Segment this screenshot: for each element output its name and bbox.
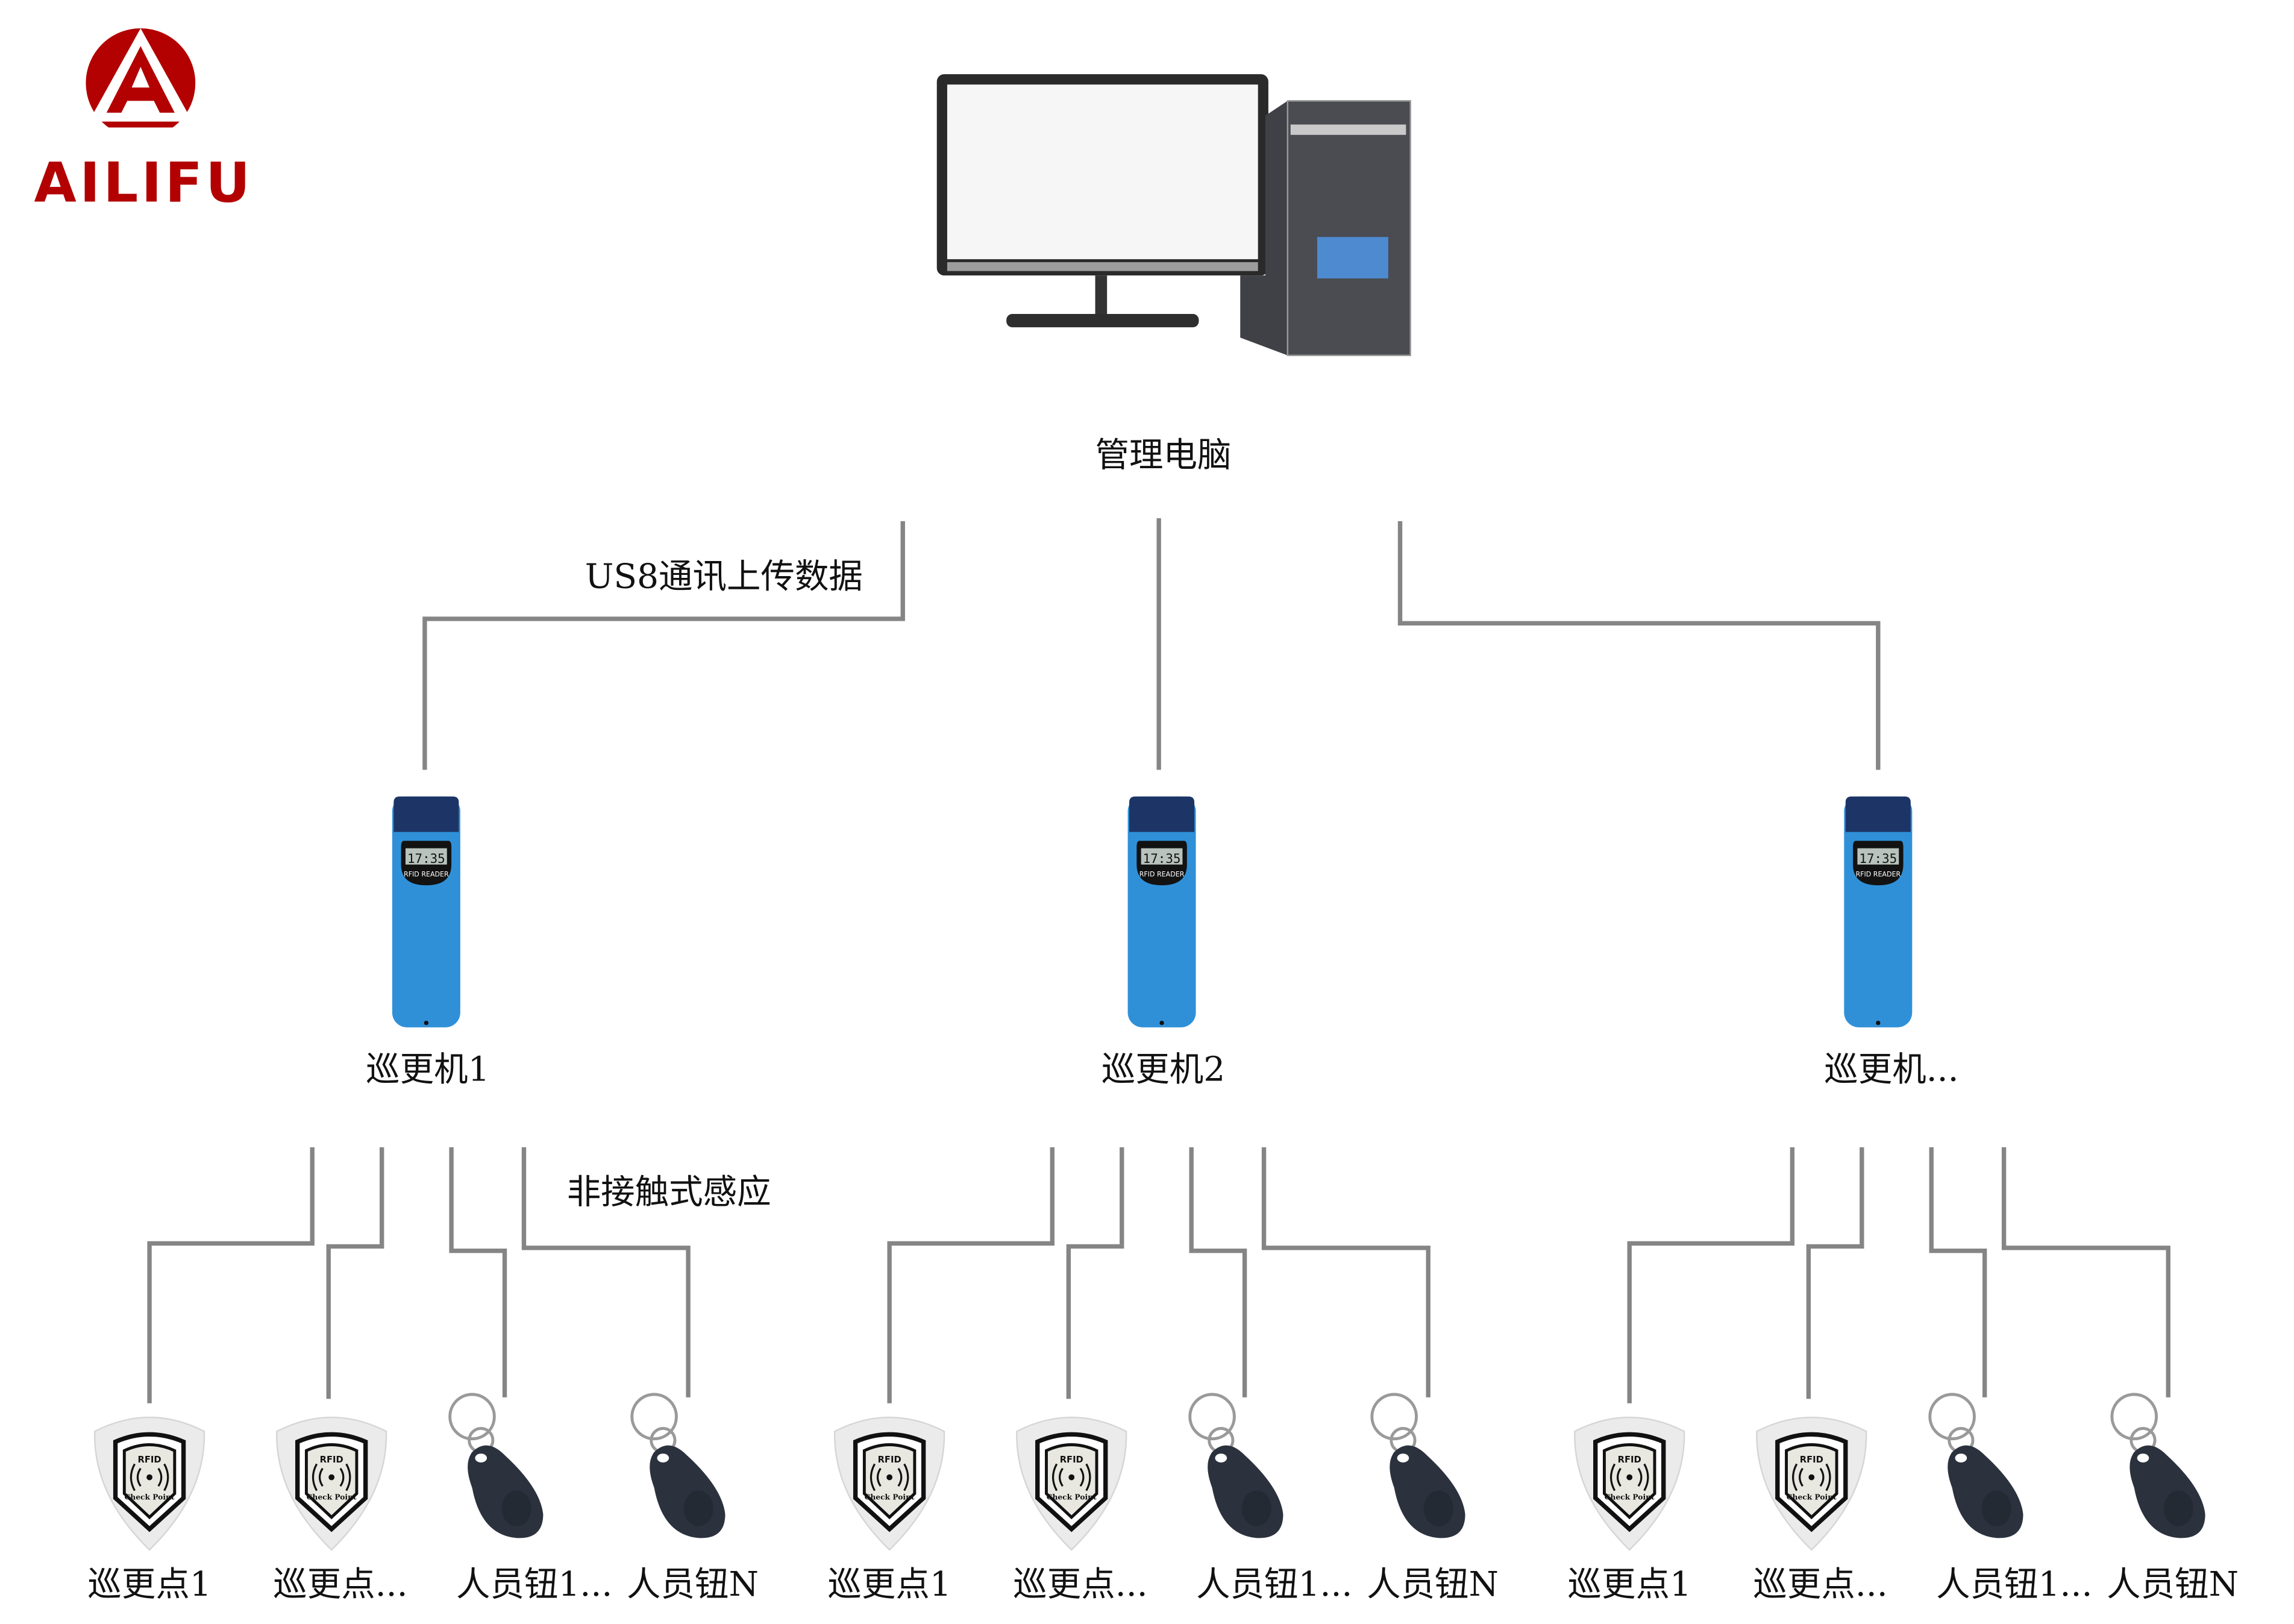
tag-label: 巡更点... — [1753, 1565, 1887, 1604]
tag-label: 巡更点1 — [827, 1565, 951, 1604]
reader-brand-text: RFID READER — [1139, 870, 1185, 878]
tag-row-group-3: RFID Check Point 巡更点1 RFID Check Point 巡更点...… — [1568, 1147, 2239, 1604]
management-computer-label: 管理电脑 — [1095, 436, 1232, 475]
sensing-connector-line — [2001, 1147, 2170, 1397]
sensing-connector-line — [1261, 1147, 1431, 1397]
patrol-group-2: 17:35 RFID READER 巡更机2 — [1102, 796, 1225, 1089]
badge-rfid-text: RFID — [1800, 1455, 1823, 1465]
tag-label: 巡更点... — [273, 1565, 407, 1604]
sensing-connector-line — [1929, 1147, 1987, 1397]
checkpoint-tag-icon — [1017, 1417, 1126, 1550]
badge-rfid-text: RFID — [1060, 1455, 1083, 1465]
management-computer-icon — [936, 74, 1411, 357]
tag-row-group-2: RFID Check Point 巡更点1 RFID Check Point 巡更点...… — [827, 1147, 1499, 1604]
sensing-connector-line — [1066, 1147, 1124, 1399]
personnel-key-fob-icon — [450, 1394, 544, 1538]
sensing-connector-line — [449, 1147, 507, 1397]
reader-screen-time: 17:35 — [407, 851, 445, 866]
checkpoint-tag-icon — [1757, 1417, 1866, 1550]
badge-checkpoint-text: Check Point — [125, 1492, 175, 1501]
sensing-connector-line — [326, 1147, 384, 1399]
badge-checkpoint-text: Check Point — [1605, 1492, 1655, 1501]
tag-label: 巡更点1 — [87, 1565, 211, 1604]
reader-screen-time: 17:35 — [1859, 851, 1897, 866]
personnel-key-fob-icon — [632, 1394, 725, 1538]
reader-label: 巡更机2 — [1102, 1050, 1225, 1089]
sensing-connector-line — [887, 1147, 1055, 1403]
badge-rfid-text: RFID — [320, 1455, 343, 1465]
ailifu-logo: AILIFU — [34, 28, 250, 215]
badge-checkpoint-text: Check Point — [307, 1492, 357, 1501]
rfid-reader-icon — [392, 796, 460, 1027]
checkpoint-tag-icon — [835, 1417, 944, 1550]
reader-screen-time: 17:35 — [1143, 851, 1181, 866]
personnel-key-fob-icon — [1930, 1394, 2023, 1538]
contactless-sensing-label: 非接触式感应 — [567, 1173, 771, 1212]
reader-label: 巡更机1 — [366, 1050, 489, 1089]
badge-rfid-text: RFID — [138, 1455, 161, 1465]
logo-brand-text: AILIFU — [34, 151, 250, 215]
tag-label: 人员钮1... — [1936, 1565, 2092, 1604]
tag-label: 人员钮1... — [1196, 1565, 1352, 1604]
rfid-reader-icon — [1844, 796, 1913, 1027]
patrol-group-1: 17:35 RFID READER 巡更机1 — [366, 796, 490, 1089]
tag-label: 人员钮1... — [456, 1565, 612, 1604]
tag-row-group-1: RFID Check Point 巡更点1 RFID Check Point 巡更点...… — [87, 1147, 759, 1604]
tag-label: 巡更点... — [1013, 1565, 1147, 1604]
personnel-key-fob-icon — [1190, 1394, 1283, 1538]
personnel-key-fob-icon — [2112, 1394, 2205, 1538]
badge-checkpoint-text: Check Point — [865, 1492, 915, 1501]
sensing-connector-line — [1806, 1147, 1864, 1399]
personnel-key-fob-icon — [1372, 1394, 1465, 1538]
usb-connection-lines — [422, 518, 1881, 770]
usb-upload-label: US8通讯上传数据 — [585, 557, 863, 596]
badge-checkpoint-text: Check Point — [1787, 1492, 1837, 1501]
rfid-reader-icon — [1127, 796, 1196, 1027]
tag-label: 人员钮N — [1367, 1565, 1499, 1604]
reader-brand-text: RFID READER — [404, 870, 449, 878]
checkpoint-tag-icon — [277, 1417, 386, 1550]
reader-label: 巡更机... — [1824, 1050, 1958, 1089]
sensing-connector-line — [521, 1147, 691, 1397]
patrol-group-3: 17:35 RFID READER 巡更机... — [1824, 796, 1959, 1089]
sensing-connector-line — [147, 1147, 315, 1403]
tag-label: 人员钮N — [2107, 1565, 2239, 1604]
badge-checkpoint-text: Check Point — [1047, 1492, 1097, 1501]
badge-rfid-text: RFID — [1618, 1455, 1641, 1465]
sensing-connector-line — [1189, 1147, 1247, 1397]
checkpoint-tag-icon — [95, 1417, 204, 1550]
tag-label: 巡更点1 — [1568, 1565, 1691, 1604]
sensing-connector-line — [1627, 1147, 1795, 1403]
badge-rfid-text: RFID — [878, 1455, 901, 1465]
tag-label: 人员钮N — [627, 1565, 759, 1604]
checkpoint-tag-icon — [1575, 1417, 1684, 1550]
reader-brand-text: RFID READER — [1855, 870, 1901, 878]
